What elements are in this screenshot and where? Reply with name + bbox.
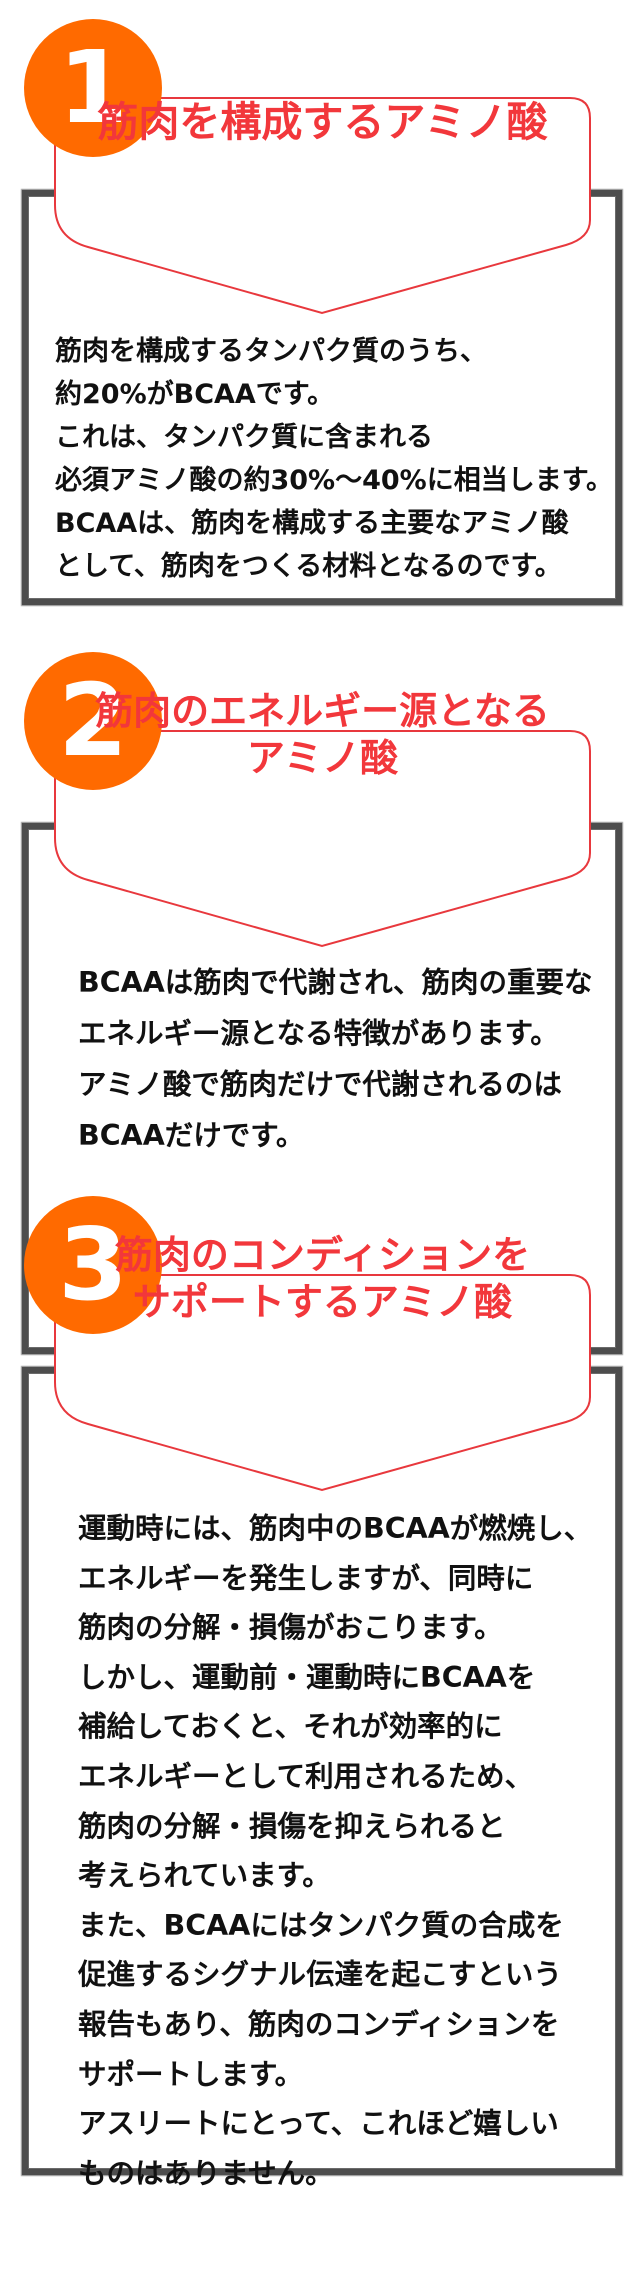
number-badge: 3 [24, 1196, 162, 1334]
body-line: しかし、運動前・運動時にBCAAを [78, 1660, 536, 1694]
body-line: 補給しておくと、それが効率的に [78, 1710, 503, 1744]
section-title: 筋肉を構成するアミノ酸 [60, 75, 585, 146]
body-line: 約20%がBCAAです。 [55, 379, 335, 410]
section-title-line: サポートするアミノ酸 [132, 1280, 513, 1324]
section-body: 運動時には、筋肉中のBCAAが燃焼し、エネルギーを発生しますが、同時に筋肉の分解… [78, 1504, 592, 2198]
body-line: BCAAは、筋肉を構成する主要なアミノ酸 [55, 508, 569, 539]
section-title-line: 筋肉のエネルギー源となる [95, 689, 550, 733]
body-line: これは、タンパク質に含まれる [55, 422, 433, 453]
section-title-line: アミノ酸 [246, 736, 399, 780]
body-line: ものはありません。 [78, 2156, 334, 2190]
body-line: 報告もあり、筋肉のコンディションを [78, 2007, 560, 2041]
body-line: エネルギーとして利用されるため、 [78, 1759, 534, 1793]
number-badge: 1 [24, 19, 162, 157]
section-title-line: 筋肉のコンディションを [114, 1233, 531, 1277]
body-line: また、BCAAにはタンパク質の合成を [78, 1908, 564, 1942]
number-badge: 2 [24, 652, 162, 790]
body-line: アミノ酸で筋肉だけで代謝されるのは [78, 1068, 562, 1101]
body-line: 筋肉の分解・損傷がおこります。 [78, 1611, 503, 1645]
body-line: 必須アミノ酸の約30%〜40%に相当します。 [55, 465, 614, 496]
heading-frame-path [54, 1274, 591, 1492]
body-line: エネルギー源となる特徴があります。 [78, 1017, 559, 1050]
body-line: BCAAだけです。 [78, 1119, 305, 1152]
body-line: BCAAは筋肉で代謝され、筋肉の重要な [78, 966, 593, 999]
heading-arrow-frame [54, 730, 591, 948]
section-title-line: 筋肉を構成するアミノ酸 [97, 98, 548, 146]
section-title: 筋肉のコンディションをサポートするアミノ酸 [60, 1232, 585, 1326]
body-line: として、筋肉をつくる材料となるのです。 [55, 551, 562, 582]
body-line: 筋肉の分解・損傷を抑えられると [78, 1809, 506, 1843]
body-line: 筋肉を構成するタンパク質のうち、 [55, 336, 487, 367]
body-line: エネルギーを発生しますが、同時に [78, 1561, 534, 1595]
heading-frame-path [54, 97, 591, 315]
body-line: 考えられています。 [78, 1859, 331, 1893]
heading-arrow-frame [54, 1274, 591, 1492]
heading-frame-path [54, 730, 591, 948]
section-title: 筋肉のエネルギー源となるアミノ酸 [60, 688, 585, 782]
section-body: 筋肉を構成するタンパク質のうち、約20%がBCAAです。これは、タンパク質に含ま… [55, 330, 613, 588]
section-body: BCAAは筋肉で代謝され、筋肉の重要なエネルギー源となる特徴があります。アミノ酸… [78, 957, 593, 1161]
body-line: アスリートにとって、これほど嬉しい [78, 2107, 559, 2141]
body-line: サポートします。 [78, 2057, 304, 2091]
body-line: 運動時には、筋肉中のBCAAが燃焼し、 [78, 1512, 593, 1545]
body-line: 促進するシグナル伝達を起こすという [78, 1958, 562, 1992]
heading-arrow-frame [54, 97, 591, 315]
